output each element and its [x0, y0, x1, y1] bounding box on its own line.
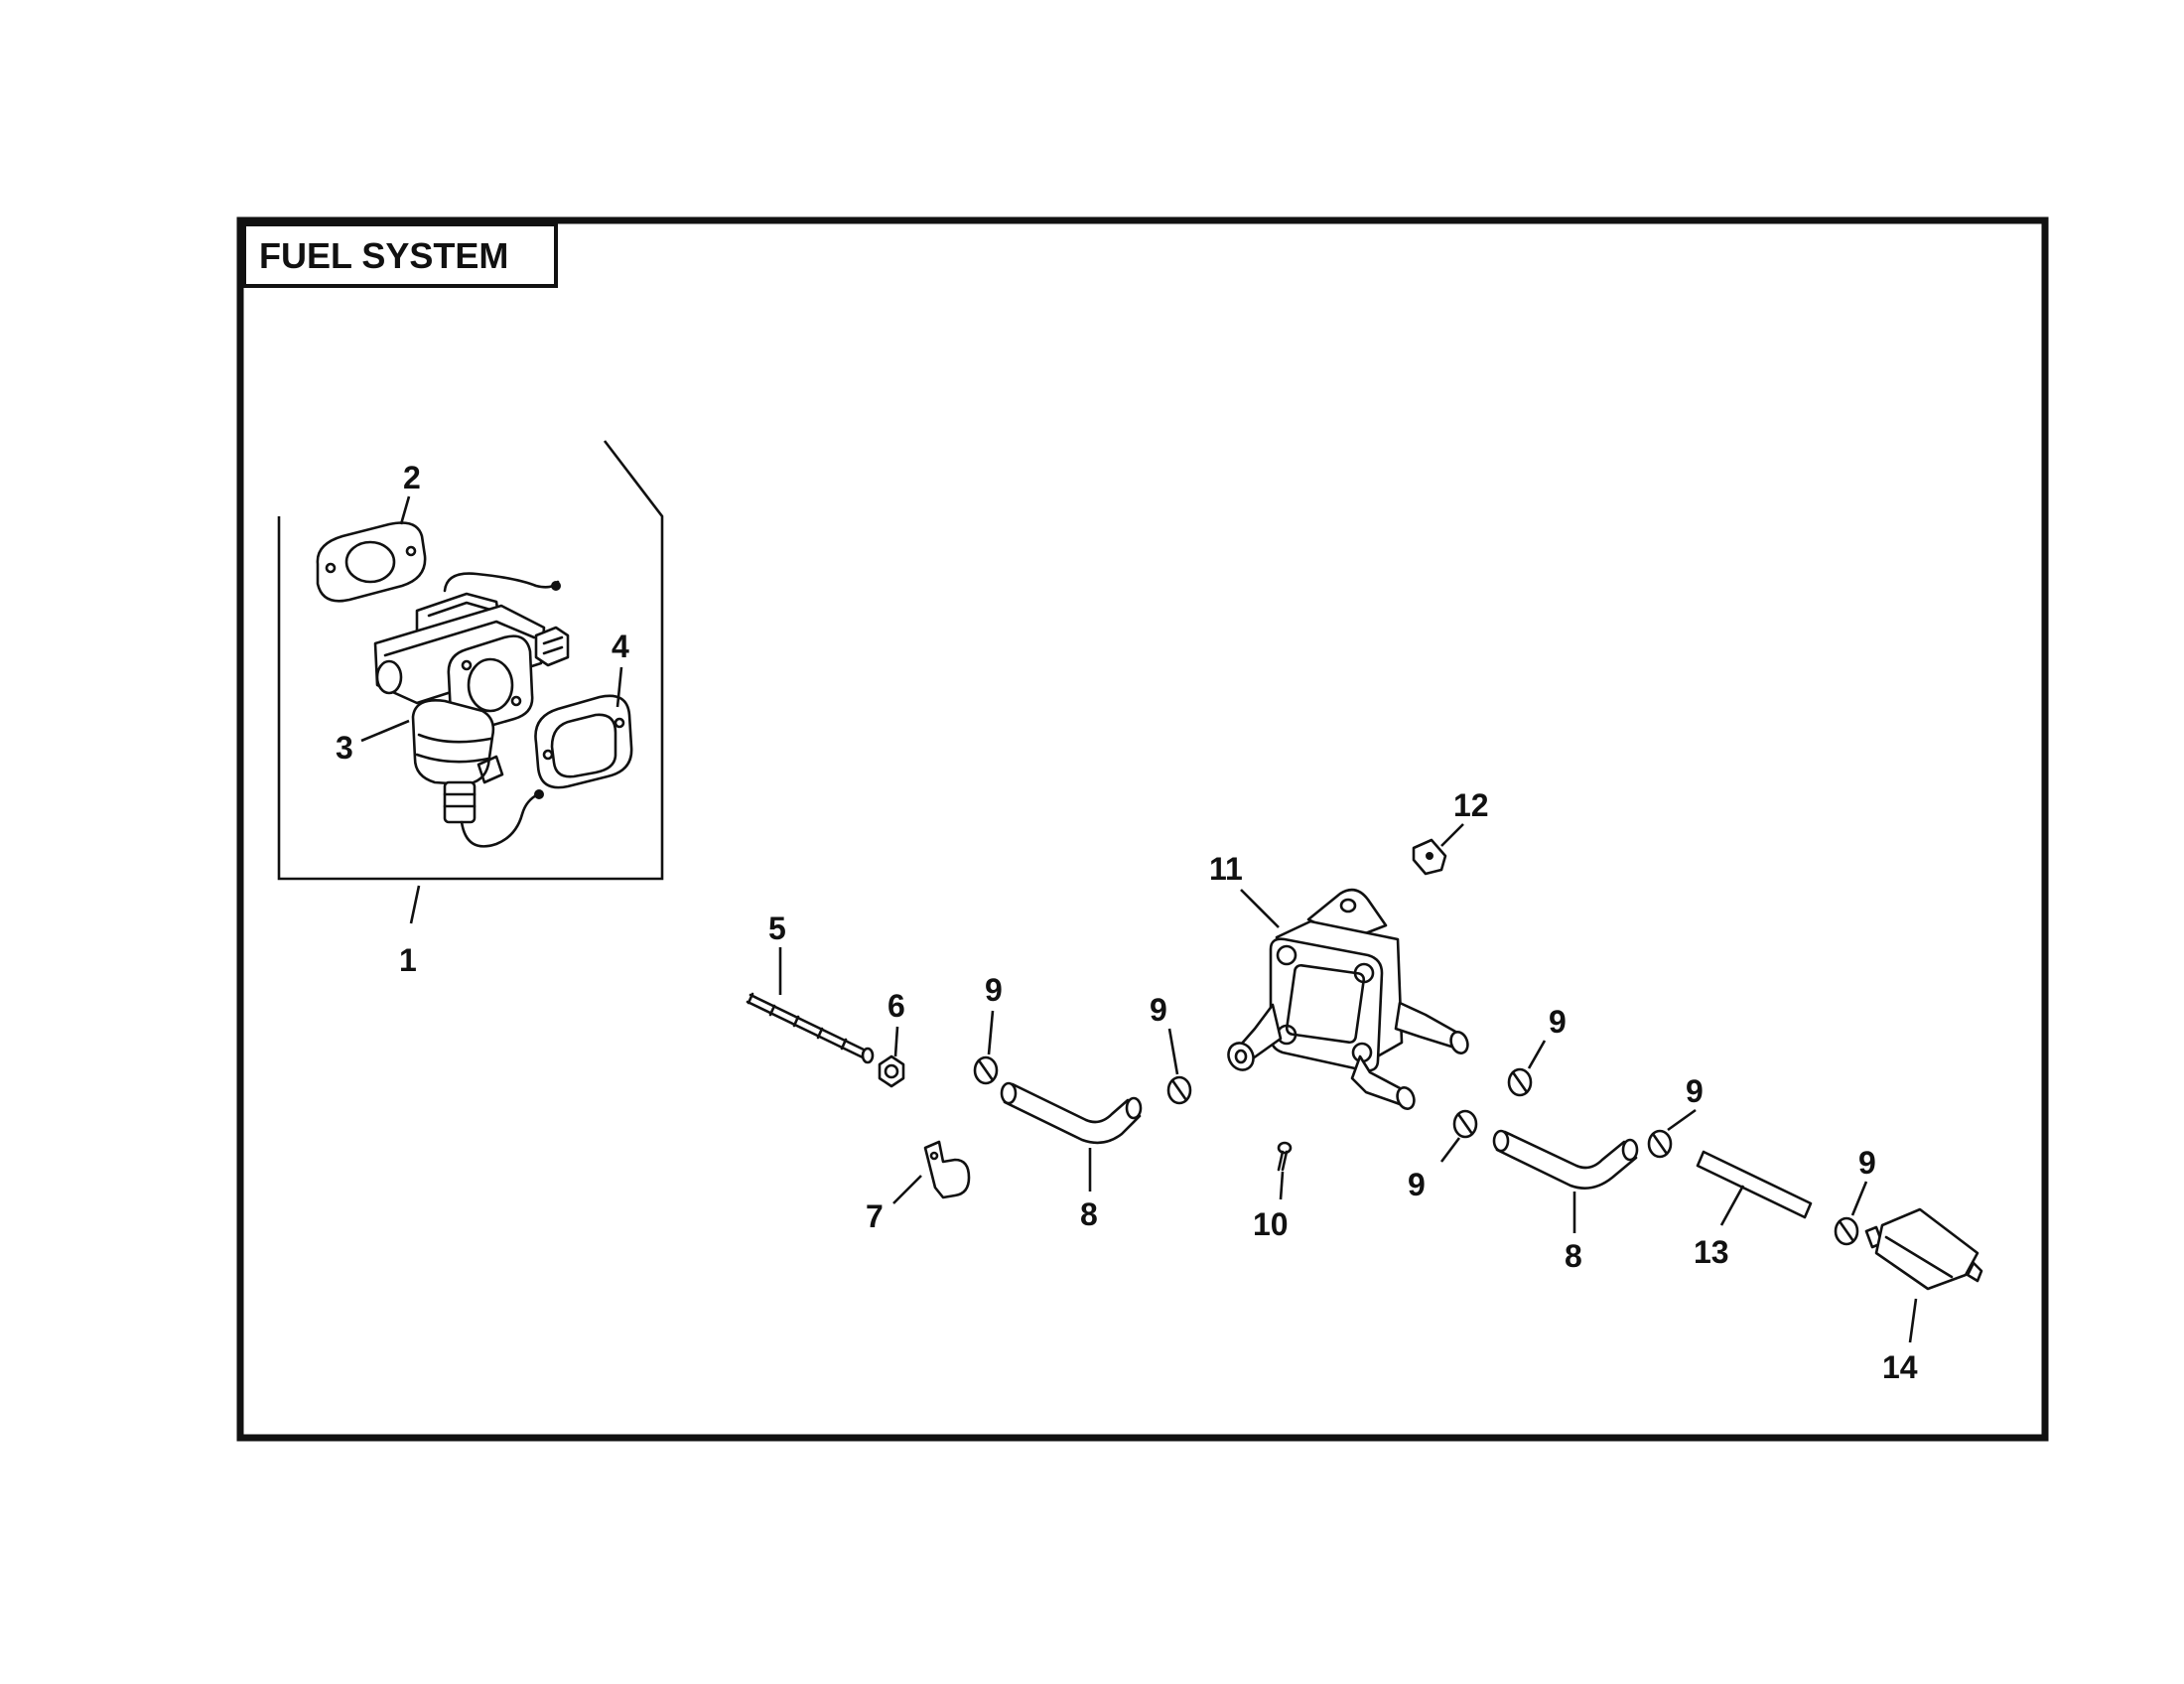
- hose-clamp-f: [1834, 1216, 1859, 1246]
- callout-7: 7: [866, 1198, 884, 1234]
- fuel-hose-left-part: [1000, 1081, 1143, 1145]
- callout-3: 3: [336, 730, 353, 766]
- pump-clip-part: [1412, 838, 1447, 876]
- callout-8-left: 8: [1080, 1196, 1098, 1232]
- callout-8-right: 8: [1565, 1238, 1582, 1274]
- diagram-title: FUEL SYSTEM: [259, 235, 508, 276]
- callout-9-e: 9: [1686, 1073, 1704, 1109]
- hose-clamp-b: [1166, 1075, 1192, 1105]
- callout-14: 14: [1882, 1349, 1918, 1385]
- title-box: FUEL SYSTEM: [242, 222, 558, 288]
- callout-13: 13: [1694, 1234, 1729, 1270]
- intake-gasket-part: [534, 694, 633, 789]
- hose-clamp-parts: [973, 1055, 1859, 1246]
- callout-10: 10: [1253, 1206, 1289, 1242]
- fuel-hose-right-part: [1492, 1129, 1639, 1190]
- hose-clamp-a: [973, 1055, 999, 1085]
- callout-6: 6: [887, 988, 905, 1024]
- callout-1: 1: [399, 942, 417, 978]
- fuel-line-part: [1696, 1150, 1813, 1219]
- carburetor-part: [373, 572, 570, 848]
- leader-lines: [360, 495, 1918, 1343]
- fuel-pump-part: [1227, 888, 1469, 1110]
- callout-9-a: 9: [985, 972, 1003, 1008]
- hose-clamp-e: [1647, 1129, 1673, 1159]
- callout-11: 11: [1209, 851, 1243, 887]
- callout-2: 2: [403, 460, 421, 495]
- hose-clamp-d: [1452, 1109, 1478, 1139]
- hose-clamp-c: [1507, 1067, 1533, 1097]
- clamp-clip-part: [923, 1140, 971, 1199]
- callout-labels: 1 2 3 4 5 6 7 8 8 9 9 9 9 9 9 10 11 12 1…: [336, 460, 1918, 1385]
- callout-5: 5: [768, 911, 786, 946]
- callout-9-b: 9: [1150, 992, 1167, 1028]
- callout-9-c: 9: [1549, 1004, 1567, 1040]
- carburetor-gasket-part: [316, 521, 427, 603]
- diagram-frame: [236, 216, 2049, 1442]
- callout-4: 4: [612, 629, 629, 664]
- callout-9-d: 9: [1408, 1167, 1426, 1202]
- screw-part: [1277, 1141, 1293, 1172]
- nut-part: [878, 1054, 905, 1088]
- fuel-filter-part: [1864, 1207, 1983, 1291]
- callout-12: 12: [1453, 787, 1489, 823]
- stud-part: [746, 992, 875, 1064]
- callout-9-f: 9: [1858, 1145, 1876, 1181]
- carburetor-kit-inset: [277, 440, 664, 881]
